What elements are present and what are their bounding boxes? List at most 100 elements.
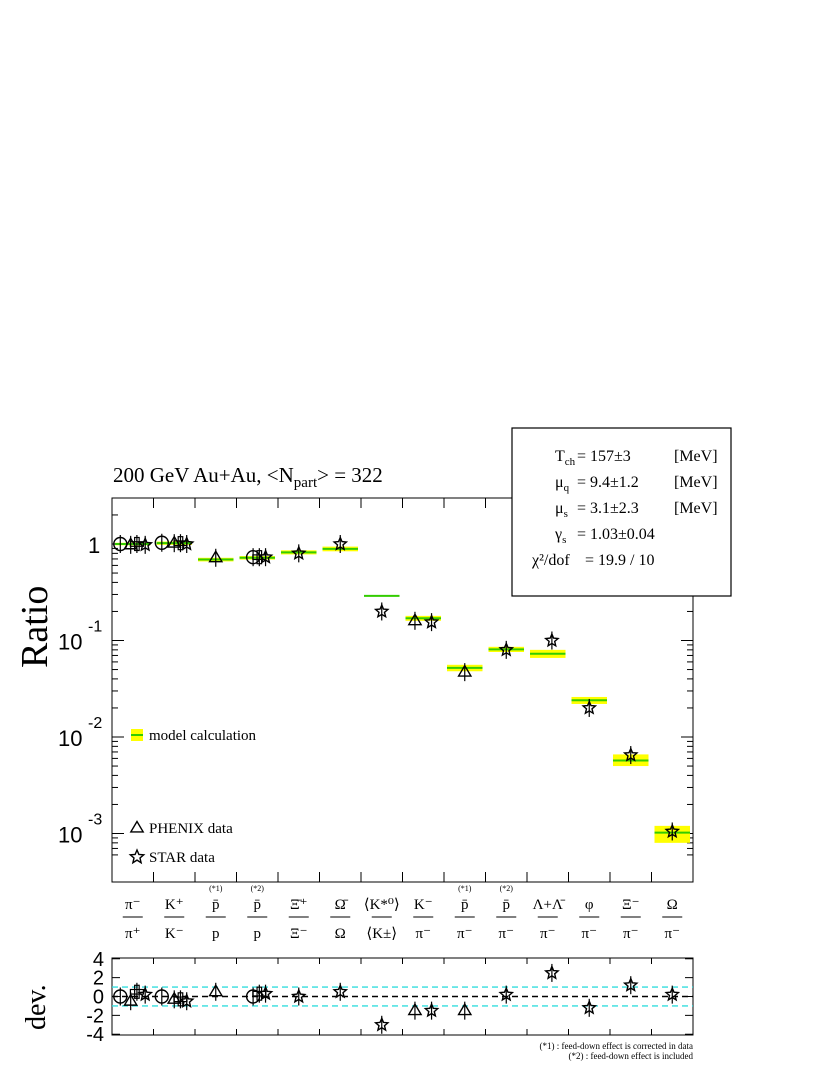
- open-cross-marker-h: [252, 554, 267, 561]
- category-numerator: ⟨K*⁰⟩: [364, 897, 400, 913]
- y-tick-label-base: 1: [88, 533, 100, 558]
- fit-param-symbol: T: [555, 448, 565, 465]
- category-denominator: π⁻: [665, 926, 681, 942]
- open-cross-marker-v: [177, 536, 184, 551]
- star-point: [290, 545, 307, 561]
- star-point: [373, 1016, 390, 1032]
- open-cross-marker-v: [134, 536, 140, 552]
- phenix-point: [208, 983, 224, 997]
- cross-point: [129, 984, 144, 999]
- star-point: [664, 823, 681, 839]
- fit-param-value: = 3.1±2.3: [577, 500, 639, 517]
- open-cross-marker-h: [129, 988, 144, 995]
- star-point: [137, 986, 154, 1002]
- star-point: [332, 983, 349, 999]
- star-point: [581, 699, 598, 715]
- fit-param-value: = 1.03±0.04: [577, 526, 655, 543]
- category-denominator: Ξ⁻: [290, 926, 308, 942]
- phenix-point: [407, 612, 423, 626]
- fit-param-subscript: q: [564, 482, 570, 494]
- legend-model-label: model calculation: [149, 728, 257, 744]
- open-cross-marker-v: [134, 984, 140, 999]
- dev-y-tick-label: 2: [93, 968, 104, 990]
- fit-param-name: μs: [555, 500, 568, 520]
- open-cross-marker-h: [173, 540, 188, 547]
- dev-y-axis-label: dev.: [21, 984, 52, 1030]
- category-numerator: Ω̄: [335, 897, 349, 913]
- category-note: (*1): [458, 884, 472, 893]
- circle-point: [113, 536, 128, 552]
- phenix-point: [457, 1002, 473, 1016]
- y-tick-label-exp: -3: [88, 812, 102, 829]
- y-tick-label-base: 10: [58, 726, 82, 751]
- category-denominator: π⁻: [499, 926, 515, 942]
- y-tick-label-base: 10: [58, 823, 82, 848]
- fit-param-subscript: ch: [565, 456, 576, 468]
- star-point: [137, 536, 154, 552]
- category-denominator: π⁻: [623, 926, 639, 942]
- circle-point: [154, 535, 170, 550]
- fit-param-value: = 157±3: [577, 448, 631, 465]
- open-cross-marker-v: [256, 986, 263, 1001]
- title-subscript: part: [294, 475, 318, 491]
- category-denominator: Ω: [335, 926, 346, 942]
- open-cross-marker-h: [129, 541, 144, 547]
- legend-phenix-marker: [129, 820, 145, 833]
- dev-y-tick-label: 4: [93, 949, 104, 971]
- star-point: [423, 613, 440, 629]
- cross-point: [252, 550, 267, 565]
- open-cross-marker-v: [256, 550, 263, 565]
- category-note: (*2): [251, 884, 265, 893]
- category-numerator: K⁺: [165, 897, 184, 913]
- category-numerator: Ξ⁻: [622, 897, 640, 913]
- title-text: 200 GeV Au+Au, <N: [113, 463, 294, 487]
- category-numerator: Ξ̄⁺: [290, 897, 308, 913]
- category-numerator: π⁻: [125, 897, 141, 913]
- star-point: [423, 1002, 440, 1018]
- phenix-point: [166, 991, 182, 1004]
- fit-param-symbol: μ: [555, 474, 564, 491]
- fit-param-symbol: μ: [555, 500, 564, 517]
- phenix-point: [457, 664, 473, 677]
- open-cross-marker-v: [177, 992, 184, 1007]
- star-point: [498, 641, 515, 657]
- fit-param-value: = 19.9 / 10: [585, 552, 654, 569]
- category-numerator: Ω: [667, 897, 678, 913]
- category-denominator: π⁺: [125, 926, 141, 942]
- fit-param-subscript: s: [562, 534, 566, 546]
- circle-point: [113, 989, 128, 1004]
- category-numerator: p̄: [503, 897, 511, 913]
- category-denominator: p: [254, 926, 262, 942]
- dev-y-tick-label: -4: [86, 1024, 104, 1046]
- phenix-point: [123, 993, 139, 1006]
- category-numerator: p̄: [212, 897, 220, 913]
- phenix-point: [166, 535, 182, 548]
- category-denominator: π⁻: [540, 926, 556, 942]
- y-axis-label: Ratio: [14, 586, 56, 668]
- fit-param-name: μq: [555, 474, 570, 494]
- category-note: (*2): [500, 884, 514, 893]
- star-point: [543, 964, 560, 980]
- cross-point: [252, 986, 267, 1001]
- star-point: [290, 988, 307, 1004]
- star-point: [373, 603, 390, 619]
- fit-param-unit: [MeV]: [674, 474, 718, 491]
- category-numerator: p̄: [254, 897, 262, 913]
- category-denominator: π⁻: [457, 926, 473, 942]
- fit-param-symbol: χ²/dof: [531, 552, 570, 569]
- star-point: [622, 976, 639, 992]
- category-denominator: K⁻: [165, 926, 184, 942]
- star-point: [622, 746, 639, 762]
- fit-box-frame: [511, 427, 732, 597]
- fit-param-unit: [MeV]: [674, 448, 718, 465]
- star-point: [178, 992, 195, 1008]
- fit-param-unit: [MeV]: [674, 500, 718, 517]
- legend-star-marker: [128, 848, 146, 865]
- star-point: [332, 535, 349, 551]
- footnote: (*2) : feed-down effect is included: [568, 1051, 693, 1061]
- fit-param-value: = 9.4±1.2: [577, 474, 639, 491]
- star-point: [581, 999, 598, 1015]
